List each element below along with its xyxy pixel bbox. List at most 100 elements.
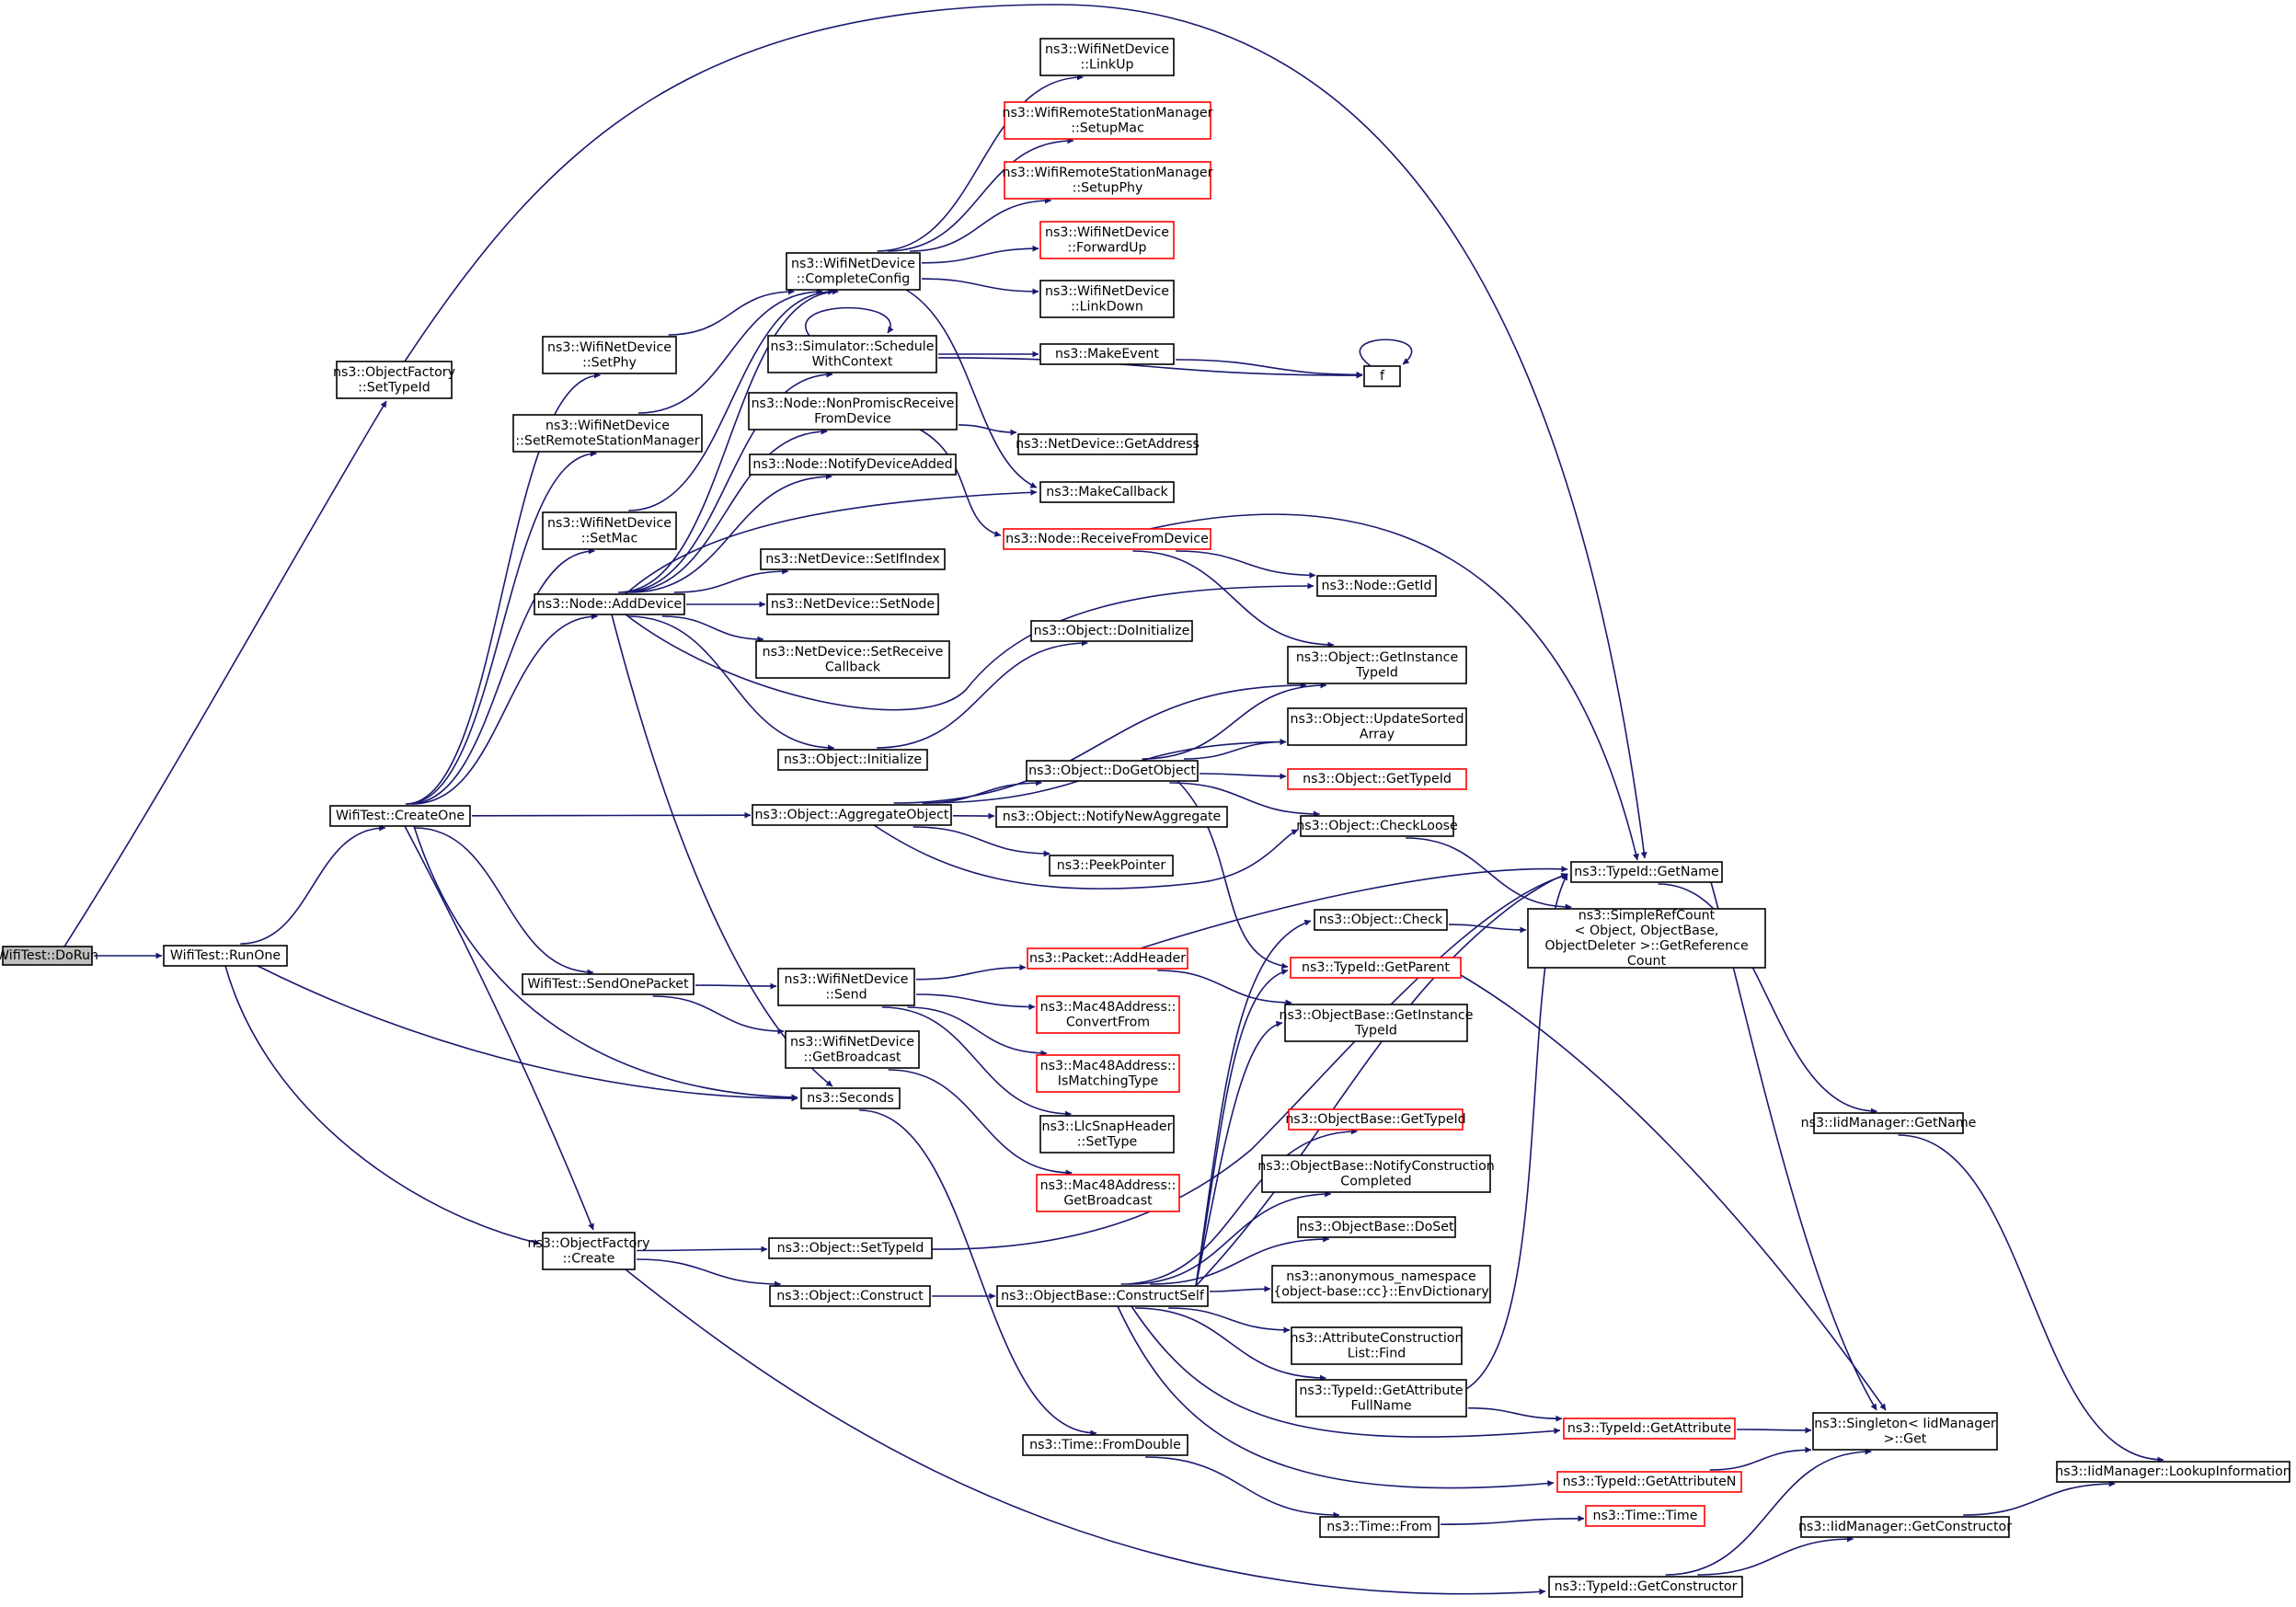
graph-node-wifinetdevice_setphy[interactable]: ns3::WifiNetDevice::SetPhy [542,336,677,374]
graph-node-typeid_getname[interactable]: ns3::TypeId::GetName [1570,861,1723,883]
node-label-line: List::Find [1348,1346,1406,1360]
graph-node-mac48address_getbroadcast[interactable]: ns3::Mac48Address::GetBroadcast [1036,1174,1180,1212]
graph-node-f[interactable]: f [1363,365,1401,387]
graph-node-wifinetdevice_completeconfig[interactable]: ns3::WifiNetDevice::CompleteConfig [786,252,921,291]
graph-node-wifitest_sendonepacket[interactable]: WifiTest::SendOnePacket [522,973,695,995]
node-box [1812,1412,1998,1451]
graph-node-object_doinitialize[interactable]: ns3::Object::DoInitialize [1030,620,1193,642]
graph-node-netdevice_setnode[interactable]: ns3::NetDevice::SetNode [766,593,939,615]
graph-node-wifitest_createone[interactable]: WifiTest::CreateOne [329,805,471,827]
graph-node-objectbase_doset[interactable]: ns3::ObjectBase::DoSet [1297,1216,1456,1238]
node-box [1284,1004,1468,1042]
call-edge-wifinetdevice_getbroadcast-to-mac48address_getbroadcast [888,1069,1073,1177]
graph-node-singleton_get[interactable]: ns3::Singleton< IidManager>::Get [1812,1412,1998,1451]
node-label-line: ns3::WifiNetDevice [1045,42,1169,57]
graph-node-object_checkloose[interactable]: ns3::Object::CheckLoose [1296,815,1458,837]
node-box [1314,909,1448,931]
graph-node-time_time[interactable]: ns3::Time::Time [1585,1505,1705,1527]
graph-node-netdevice_setifindex[interactable]: ns3::NetDevice::SetIfIndex [760,548,946,570]
graph-node-wifitest_runone[interactable]: WifiTest::RunOne [163,945,288,967]
graph-node-wrsm_setupmac[interactable]: ns3::WifiRemoteStationManager::SetupMac [1003,101,1213,140]
node-box [1039,38,1175,76]
call-edge-node_adddevice-to-netdevice_setifindex [673,568,789,593]
node-box [1026,760,1199,782]
graph-node-objectfactory_settypeid[interactable]: ns3::ObjectFactory::SetTypeId [333,361,455,399]
call-edge-object_dogetobject-to-object_updatesortedarray [1183,739,1287,760]
graph-node-envdictionary[interactable]: ns3::anonymous_namespace{object-base::cc… [1271,1265,1491,1303]
graph-node-makecallback[interactable]: ns3::MakeCallback [1039,481,1175,503]
call-edge-path [1149,513,1639,861]
call-edge-objectfactory_create-to-typeid_getconstructor [625,1268,1546,1595]
graph-node-simplerefcount_getreferencecount[interactable]: ns3::SimpleRefCount< Object, ObjectBase,… [1527,908,1766,969]
call-edge-typeid_getattributefullname-to-typeid_getattribute [1467,1406,1563,1422]
call-edge-path [413,825,798,1101]
call-edge-node_adddevice-to-node_getid [625,582,1314,711]
graph-node-object_check[interactable]: ns3::Object::Check [1314,909,1448,931]
graph-node-llcsnapheader_settype[interactable]: ns3::LlcSnapHeader::SetType [1039,1115,1175,1154]
call-edge-path [1140,866,1568,949]
graph-node-object_settypeid[interactable]: ns3::Object::SetTypeId [768,1237,933,1259]
graph-node-node_receivefromdevice[interactable]: ns3::Node::ReceiveFromDevice [1003,528,1211,550]
call-edge-path [630,473,832,593]
graph-node-seconds[interactable]: ns3::Seconds [800,1087,901,1109]
graph-node-objectbase_constructself[interactable]: ns3::ObjectBase::ConstructSelf [996,1285,1209,1307]
graph-node-object_aggregateobject[interactable]: ns3::Object::AggregateObject [752,804,952,826]
node-label-line: ns3::NetDevice::SetNode [771,597,935,612]
node-box [1556,1471,1742,1493]
graph-node-object_initialize[interactable]: ns3::Object::Initialize [777,749,928,771]
graph-node-objectbase_notifyconstructioncompleted[interactable]: ns3::ObjectBase::NotifyConstructionCompl… [1257,1154,1495,1193]
graph-node-mac48address_ismatchingtype[interactable]: ns3::Mac48Address::IsMatchingType [1036,1054,1180,1093]
graph-node-wifitest_dorun[interactable]: WifiTest::DoRun [0,946,98,966]
call-edge-object_dogetobject-to-object_checkloose [1169,782,1320,818]
call-edge-wifitest_runone-to-seconds [257,965,798,1102]
graph-node-node_adddevice[interactable]: ns3::Node::AddDevice [534,593,685,615]
graph-node-netdevice_getaddress[interactable]: ns3::NetDevice::GetAddress [1016,433,1200,455]
call-edge-wifinetdevice_completeconfig-to-wrsm_setupmac [887,137,1074,252]
graph-node-typeid_getparent[interactable]: ns3::TypeId::GetParent [1290,957,1462,979]
node-box [1027,947,1188,970]
graph-node-time_from[interactable]: ns3::Time::From [1319,1516,1440,1538]
graph-node-object_dogetobject[interactable]: ns3::Object::DoGetObject [1026,760,1199,782]
graph-node-mac48address_convertfrom[interactable]: ns3::Mac48Address::ConvertFrom [1036,995,1180,1034]
call-edge-objectbase_constructself-to-envdictionary [1209,1285,1271,1292]
graph-node-iidmanager_getconstructor[interactable]: ns3::IidManager::GetConstructor [1798,1516,2012,1538]
graph-node-iidmanager_lookupinformation[interactable]: ns3::IidManager::LookupInformation [2055,1461,2291,1483]
graph-node-typeid_getattributen[interactable]: ns3::TypeId::GetAttributeN [1556,1471,1742,1493]
graph-node-node_notifydeviceadded[interactable]: ns3::Node::NotifyDeviceAdded [749,453,957,476]
graph-node-typeid_getconstructor[interactable]: ns3::TypeId::GetConstructor [1548,1576,1743,1598]
graph-node-wifinetdevice_send[interactable]: ns3::WifiNetDevice::Send [777,968,915,1006]
graph-node-object_construct[interactable]: ns3::Object::Construct [769,1285,931,1307]
graph-node-node_getid[interactable]: ns3::Node::GetId [1316,575,1437,597]
graph-node-wifinetdevice_setmac[interactable]: ns3::WifiNetDevice::SetMac [542,511,677,550]
graph-node-objectfactory_create[interactable]: ns3::ObjectFactory::Create [528,1232,650,1270]
graph-node-object_notifynewaggregate[interactable]: ns3::Object::NotifyNewAggregate [995,806,1228,828]
graph-node-objectbase_gettypeid[interactable]: ns3::ObjectBase::GetTypeId [1285,1108,1466,1131]
graph-node-object_gettypeid[interactable]: ns3::Object::GetTypeId [1287,768,1467,790]
graph-node-wifinetdevice_forwardup[interactable]: ns3::WifiNetDevice::ForwardUp [1039,221,1175,259]
graph-node-iidmanager_getname[interactable]: ns3::IidManager::GetName [1801,1112,1977,1134]
graph-node-wifinetdevice_getbroadcast[interactable]: ns3::WifiNetDevice::GetBroadcast [785,1030,920,1069]
graph-node-makeevent[interactable]: ns3::MakeEvent [1039,343,1175,365]
graph-node-wifinetdevice_setremotestationmanager[interactable]: ns3::WifiNetDevice::SetRemoteStationMana… [512,414,703,453]
node-label-line: ns3::ObjectBase::DoSet [1299,1220,1454,1234]
call-edge-path [1406,837,1572,911]
graph-node-wrsm_setupphy[interactable]: ns3::WifiRemoteStationManager::SetupPhy [1003,161,1213,200]
graph-node-wifinetdevice_linkup[interactable]: ns3::WifiNetDevice::LinkUp [1039,38,1175,76]
graph-node-time_fromdouble[interactable]: ns3::Time::FromDouble [1022,1434,1188,1456]
call-edge-path [1359,339,1413,367]
graph-node-typeid_getattribute[interactable]: ns3::TypeId::GetAttribute [1563,1418,1736,1440]
call-edge-wifitest_createone-to-node_adddevice [411,613,598,805]
graph-node-packet_addheader[interactable]: ns3::Packet::AddHeader [1027,947,1188,970]
graph-node-wifinetdevice_linkdown[interactable]: ns3::WifiNetDevice::LinkDown [1039,280,1175,318]
node-label-line: < Object, ObjectBase, [1575,924,1719,938]
node-label-line: ns3::Simulator::Schedule [771,339,935,354]
graph-node-peekpointer[interactable]: ns3::PeekPointer [1049,855,1174,877]
